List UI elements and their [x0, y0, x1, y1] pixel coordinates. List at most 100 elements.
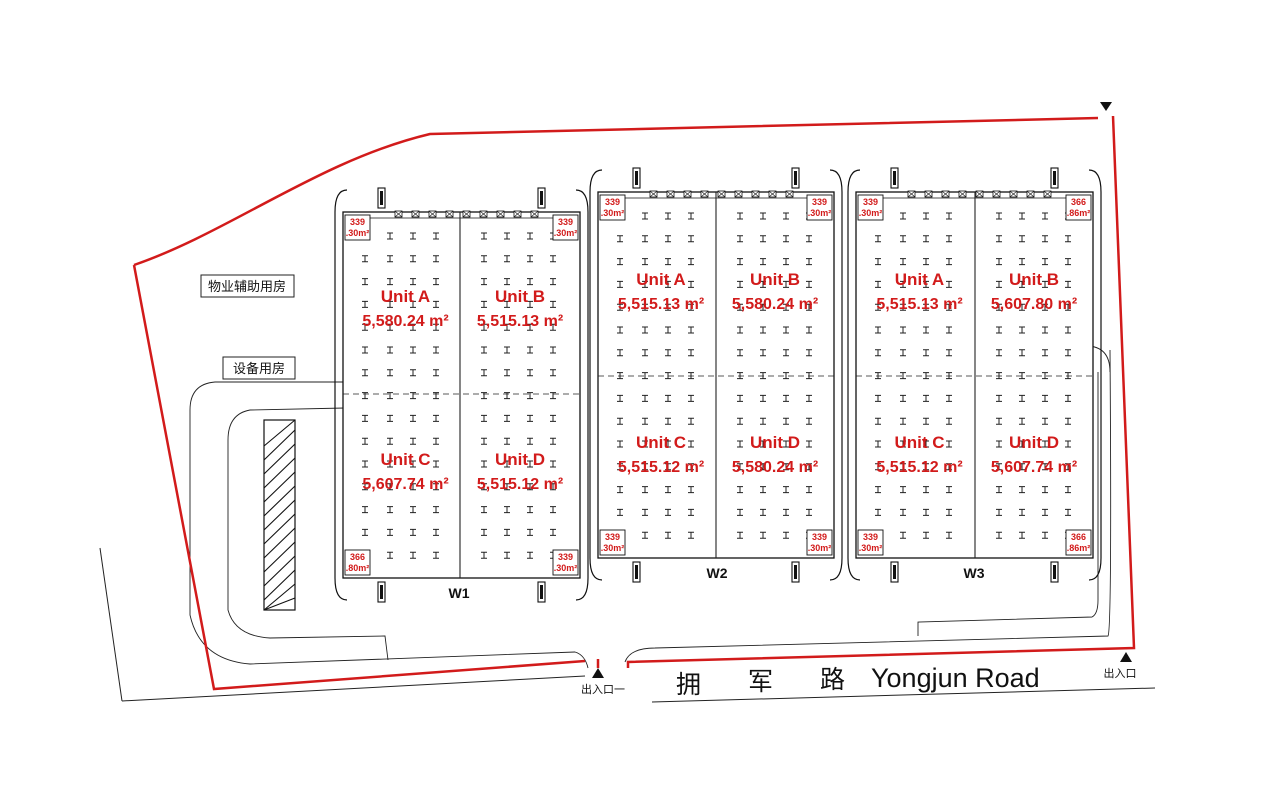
hatch-line [263, 499, 296, 531]
entrance-2-label: 出入口 [1104, 666, 1137, 680]
column-marker [617, 463, 623, 471]
column-marker [946, 258, 952, 266]
column-marker [688, 212, 694, 220]
column-marker [504, 255, 510, 263]
column-marker [481, 483, 487, 491]
corner-office-area-bottom: .30m² [554, 228, 578, 238]
column-marker [387, 255, 393, 263]
canopy-right [829, 169, 843, 581]
column-marker [481, 437, 487, 445]
dock-door-cross [924, 190, 933, 198]
column-marker [996, 486, 1002, 494]
warehouse-label: W1 [449, 585, 470, 601]
column-marker [783, 372, 789, 380]
column-marker [688, 303, 694, 311]
column-marker [433, 460, 439, 468]
corner-office [857, 529, 884, 556]
column-marker [481, 232, 487, 240]
column-marker [688, 508, 694, 516]
column-marker [362, 528, 368, 536]
dock-doors [649, 190, 794, 198]
dock-doors [907, 190, 1052, 198]
column-marker [550, 437, 556, 445]
column-marker [1042, 486, 1048, 494]
column-marker [806, 303, 812, 311]
column-marker [946, 326, 952, 334]
column-marker [923, 417, 929, 425]
dock-door-cross [992, 190, 1001, 198]
column-marker [900, 463, 906, 471]
column-marker [783, 303, 789, 311]
stair-core [893, 171, 896, 185]
column-marker [900, 417, 906, 425]
corner-office-area-top: 339 [605, 532, 620, 542]
site-edge-west [99, 547, 123, 702]
column-marker [923, 486, 929, 494]
unit-name: Unit B [750, 270, 800, 289]
column-marker [783, 258, 789, 266]
column-marker [923, 235, 929, 243]
stair-core [380, 191, 383, 205]
corner-office [599, 194, 626, 221]
column-marker [806, 349, 812, 357]
column-marker [737, 326, 743, 334]
column-marker [783, 531, 789, 539]
column-marker [923, 440, 929, 448]
unit-area: 5,580.24 m² [732, 296, 818, 313]
corner-office-area-bottom: .30m² [859, 543, 883, 553]
column-marker [527, 414, 533, 422]
dock-door-cross [751, 190, 760, 198]
column-marker [760, 326, 766, 334]
column-marker [387, 506, 393, 514]
column-marker [806, 486, 812, 494]
column-marker [433, 369, 439, 377]
canopy-left [589, 169, 603, 581]
warehouse-label: W3 [964, 565, 985, 581]
column-marker [806, 463, 812, 471]
road-edge-south-west [121, 675, 586, 702]
column-marker [665, 372, 671, 380]
column-marker [875, 417, 881, 425]
column-marker [1042, 235, 1048, 243]
dock-door-cross [394, 210, 403, 218]
column-marker [1042, 372, 1048, 380]
column-marker [996, 440, 1002, 448]
column-marker [550, 300, 556, 308]
column-marker [617, 280, 623, 288]
corner-office [552, 214, 579, 241]
unit-area: 5,607.74 m² [991, 459, 1077, 476]
corner-office-area-top: 366 [1071, 197, 1086, 207]
column-marker [1019, 258, 1025, 266]
column-marker [527, 346, 533, 354]
dock-door-cross [666, 190, 675, 198]
column-marker [783, 463, 789, 471]
corner-office [599, 529, 626, 556]
column-marker [688, 326, 694, 334]
column-marker [527, 369, 533, 377]
column-marker [617, 440, 623, 448]
column-marker [617, 486, 623, 494]
column-marker [923, 258, 929, 266]
column-marker [783, 280, 789, 288]
column-grid [875, 212, 1071, 539]
unit-area: 5,515.12 m² [477, 476, 563, 493]
dock-door-cross [683, 190, 692, 198]
column-marker [760, 440, 766, 448]
column-marker [527, 300, 533, 308]
hatch-line [263, 419, 296, 447]
column-marker [387, 346, 393, 354]
column-marker [527, 255, 533, 263]
column-marker [504, 460, 510, 468]
column-marker [504, 346, 510, 354]
column-marker [433, 437, 439, 445]
column-marker [362, 483, 368, 491]
corner-office-area-top: 339 [812, 197, 827, 207]
column-marker [737, 417, 743, 425]
corner-office [857, 194, 884, 221]
column-marker [617, 417, 623, 425]
column-marker [1065, 486, 1071, 494]
unit-name: Unit A [636, 270, 685, 289]
column-marker [550, 278, 556, 286]
column-marker [410, 323, 416, 331]
